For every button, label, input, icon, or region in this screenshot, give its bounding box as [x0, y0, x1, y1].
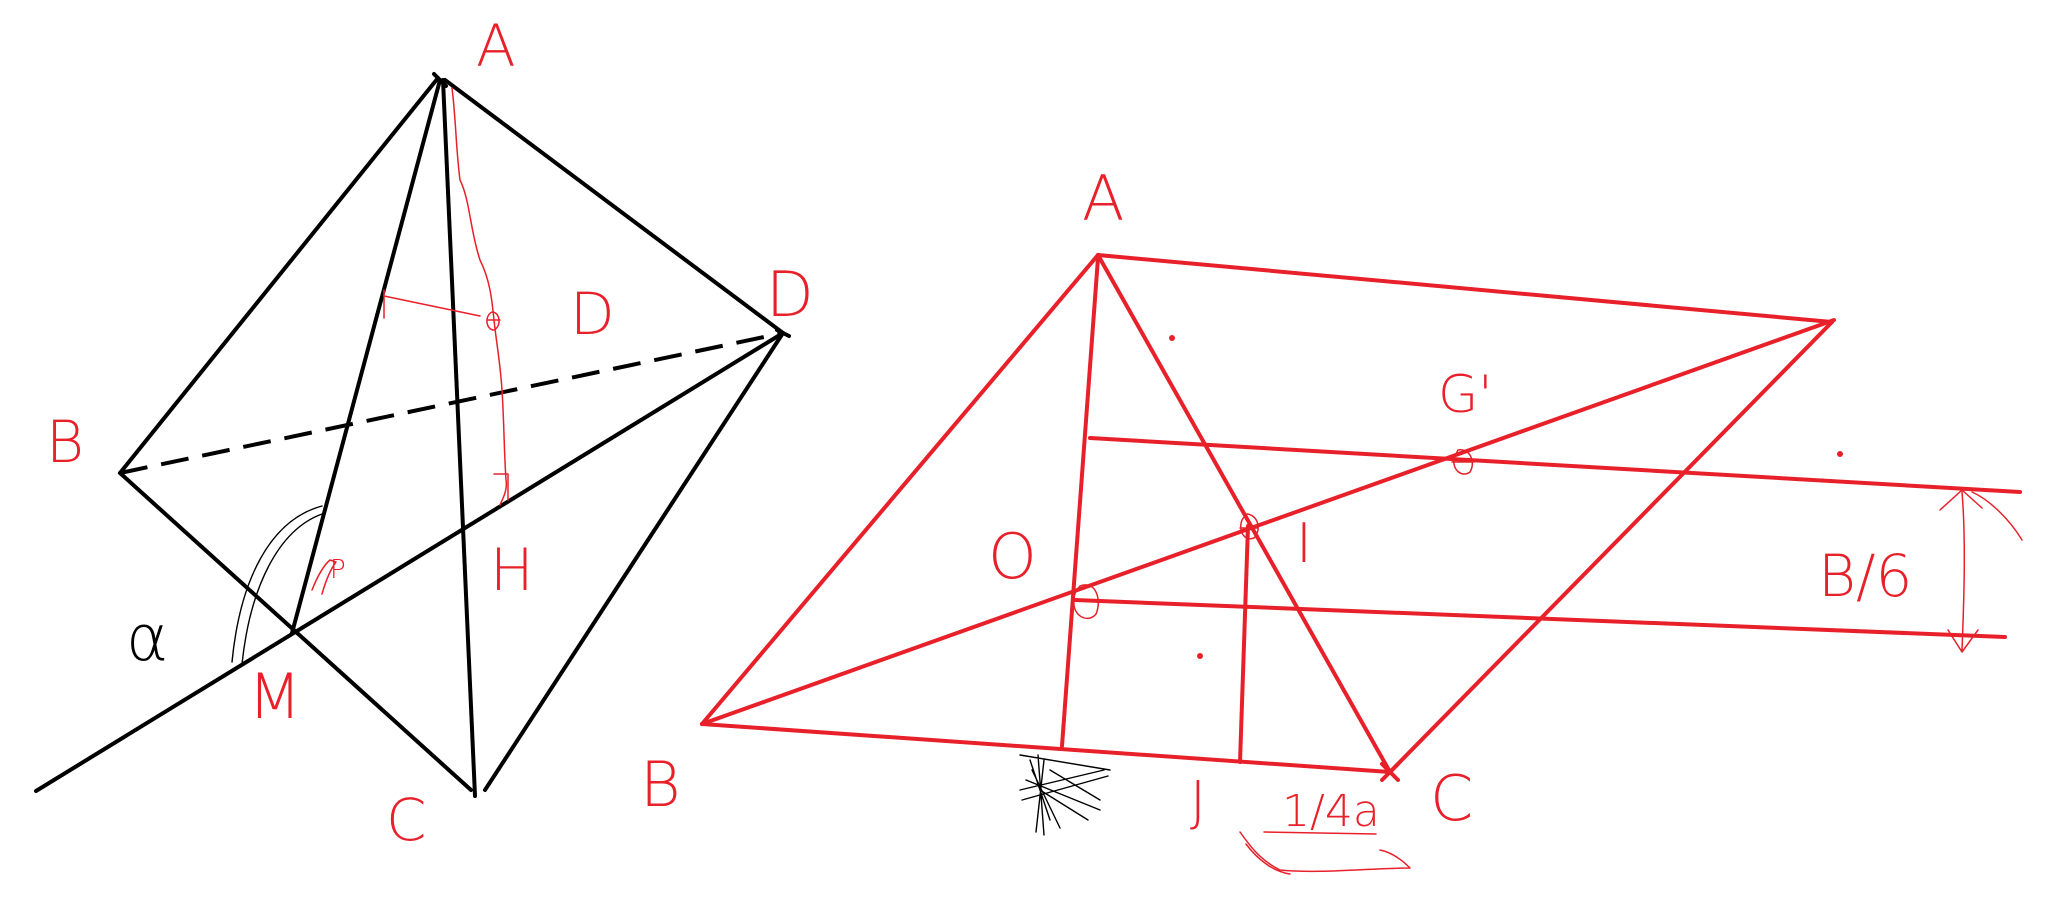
dot-3 — [1837, 451, 1843, 457]
point-O-right-mark — [1073, 584, 1100, 620]
label-A-left: A — [476, 12, 516, 80]
parallel-upper — [1088, 436, 2022, 494]
label-J: J — [1190, 770, 1206, 833]
label-B-right: B — [640, 748, 681, 821]
label-alpha: α — [126, 602, 168, 676]
tick-C-right-2 — [1380, 762, 1400, 782]
distance-arc — [1971, 491, 2023, 541]
left-labels: A B C D D H M P α — [46, 12, 814, 854]
edge-AM — [290, 78, 442, 635]
edge-AB — [118, 76, 440, 475]
label-O-left: D — [570, 280, 615, 348]
edge-BC-right — [700, 722, 1392, 774]
label-I: I — [1296, 512, 1312, 575]
label-M-left: M — [248, 660, 302, 733]
angle-arc-alpha — [231, 505, 323, 663]
perpendicular-mark-O — [383, 289, 481, 319]
point-G-mark — [1451, 449, 1475, 475]
label-A-right: A — [1082, 162, 1124, 235]
label-D-left: D — [766, 258, 814, 331]
label-G-prime: G' — [1438, 365, 1493, 425]
label-B-left: B — [46, 408, 84, 476]
scribble-stroke — [1019, 754, 1111, 836]
right-figure — [700, 253, 2022, 782]
distance-arrow — [1939, 489, 1983, 653]
right-labels: A B C I J O G' B/6 1/4a — [640, 162, 1912, 837]
edge-AD — [443, 78, 785, 335]
segment-I-J — [1238, 524, 1250, 764]
label-C-left: C — [386, 786, 427, 854]
perp-mark-P — [311, 559, 337, 595]
label-C-right: C — [1430, 762, 1473, 835]
dot-1 — [1169, 335, 1175, 341]
point-O-mark — [486, 311, 501, 331]
label-segment: 1/4a — [1282, 786, 1380, 837]
perp-mark-H — [493, 473, 509, 501]
edge-AB-right — [700, 253, 1100, 726]
label-distance: B/6 — [1818, 542, 1912, 610]
edge-A-topright — [1096, 253, 1834, 324]
label-P-left: P — [330, 555, 346, 585]
left-tetrahedron — [34, 72, 791, 798]
edge-AC — [441, 78, 477, 798]
right-annotations — [1073, 335, 2023, 875]
cursor-scribble — [1019, 754, 1111, 836]
segment-brace-lower — [1245, 843, 1291, 875]
line-through-M-to-D — [34, 331, 785, 793]
altitude-A-foot — [1060, 256, 1100, 748]
edge-topright-C — [1388, 320, 1834, 774]
point-I-mark — [1239, 513, 1259, 540]
edge-DC — [483, 331, 785, 792]
dot-2 — [1197, 653, 1203, 659]
left-annotations — [231, 87, 509, 665]
edge-AC-right — [1096, 253, 1392, 774]
parallel-lower — [1073, 598, 2007, 639]
diagonal-B-topright — [700, 318, 1836, 726]
tick-D — [775, 328, 791, 338]
label-O-right: O — [988, 520, 1037, 593]
angle-arc-alpha-2 — [241, 513, 323, 665]
hidden-edge-BD — [119, 331, 784, 475]
segment-brace — [1239, 831, 1411, 873]
label-H-left: H — [490, 536, 534, 604]
tick-A — [432, 72, 448, 88]
